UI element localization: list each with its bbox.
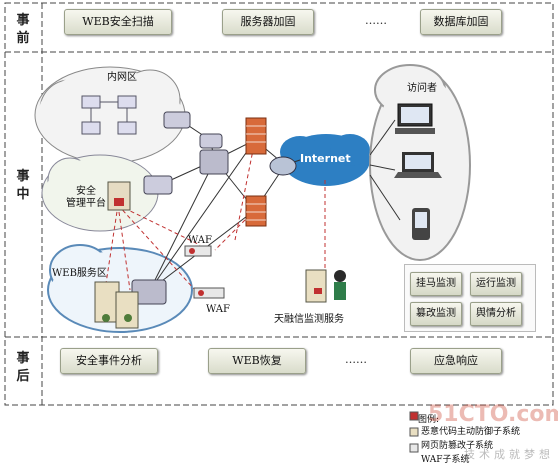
legend-item-tamper: 网页防篡改子系统: [421, 441, 494, 451]
visitors-label: 访问者: [407, 83, 437, 94]
intranet-cloud: [34, 66, 186, 164]
monitor-service-label: 天融信监测服务: [274, 314, 344, 325]
watermark-site: 51CTO.com: [428, 402, 558, 427]
trojan-monitor-box: 挂马监测: [410, 272, 462, 296]
web-server-icons: [94, 281, 139, 329]
waf-label-1: WAF: [188, 235, 212, 246]
intranet-pc-icons: [81, 95, 137, 135]
router-icon: [269, 156, 297, 176]
mgmt-label: 安全 管理平台: [66, 186, 106, 209]
visitor-desktop-icon: [395, 103, 435, 134]
emergency-response-box: 应急响应: [410, 348, 502, 374]
web-recovery-box: WEB恢复: [208, 348, 306, 374]
switch-icons: [131, 111, 229, 305]
legend-box: [409, 411, 419, 453]
waf-device-1-icon: [184, 245, 212, 257]
visitor-pda-icon: [412, 208, 430, 240]
server-hardening-box: 服务器加固: [222, 9, 314, 35]
runtime-monitor-box: 运行监测: [470, 272, 522, 296]
defense-badge-icon: [114, 198, 124, 206]
phase-during: 事 中: [16, 169, 30, 202]
web-scan-box: WEB安全扫描: [64, 9, 172, 35]
phase-before: 事 前: [16, 13, 30, 46]
after-ellipsis: ……: [345, 353, 367, 366]
outer-frame: [4, 2, 554, 406]
intranet-label: 内网区: [107, 72, 137, 83]
phase-after: 事 后: [16, 351, 30, 384]
legend-item-waf: WAF子系统: [421, 455, 470, 465]
opinion-analysis-box: 舆情分析: [470, 302, 522, 326]
incident-analysis-box: 安全事件分析: [60, 348, 158, 374]
waf-label-2: WAF: [206, 304, 230, 315]
watermark-slogan: 技术成就梦想: [464, 448, 554, 461]
visitor-laptop-icon: [394, 152, 442, 178]
monitor-links: [104, 139, 326, 291]
waf-badge-1-icon: [189, 248, 195, 254]
db-hardening-box: 数据库加固: [420, 9, 502, 35]
monitor-station-icon: [305, 269, 346, 303]
firewall-icons: [245, 117, 267, 227]
legend-title: 图例:: [418, 415, 440, 425]
waf-device-2-icon: [193, 287, 225, 299]
internet-label: Internet: [300, 152, 351, 165]
before-ellipsis: ……: [365, 14, 387, 27]
tamper-monitor-box: 篡改监测: [410, 302, 462, 326]
mgmt-server-icon: [107, 181, 131, 211]
waf-badge-2-icon: [198, 290, 204, 296]
web-zone-label: WEB服务区: [52, 268, 107, 279]
legend-item-malware: 恶意代码主动防御子系统: [421, 427, 521, 437]
